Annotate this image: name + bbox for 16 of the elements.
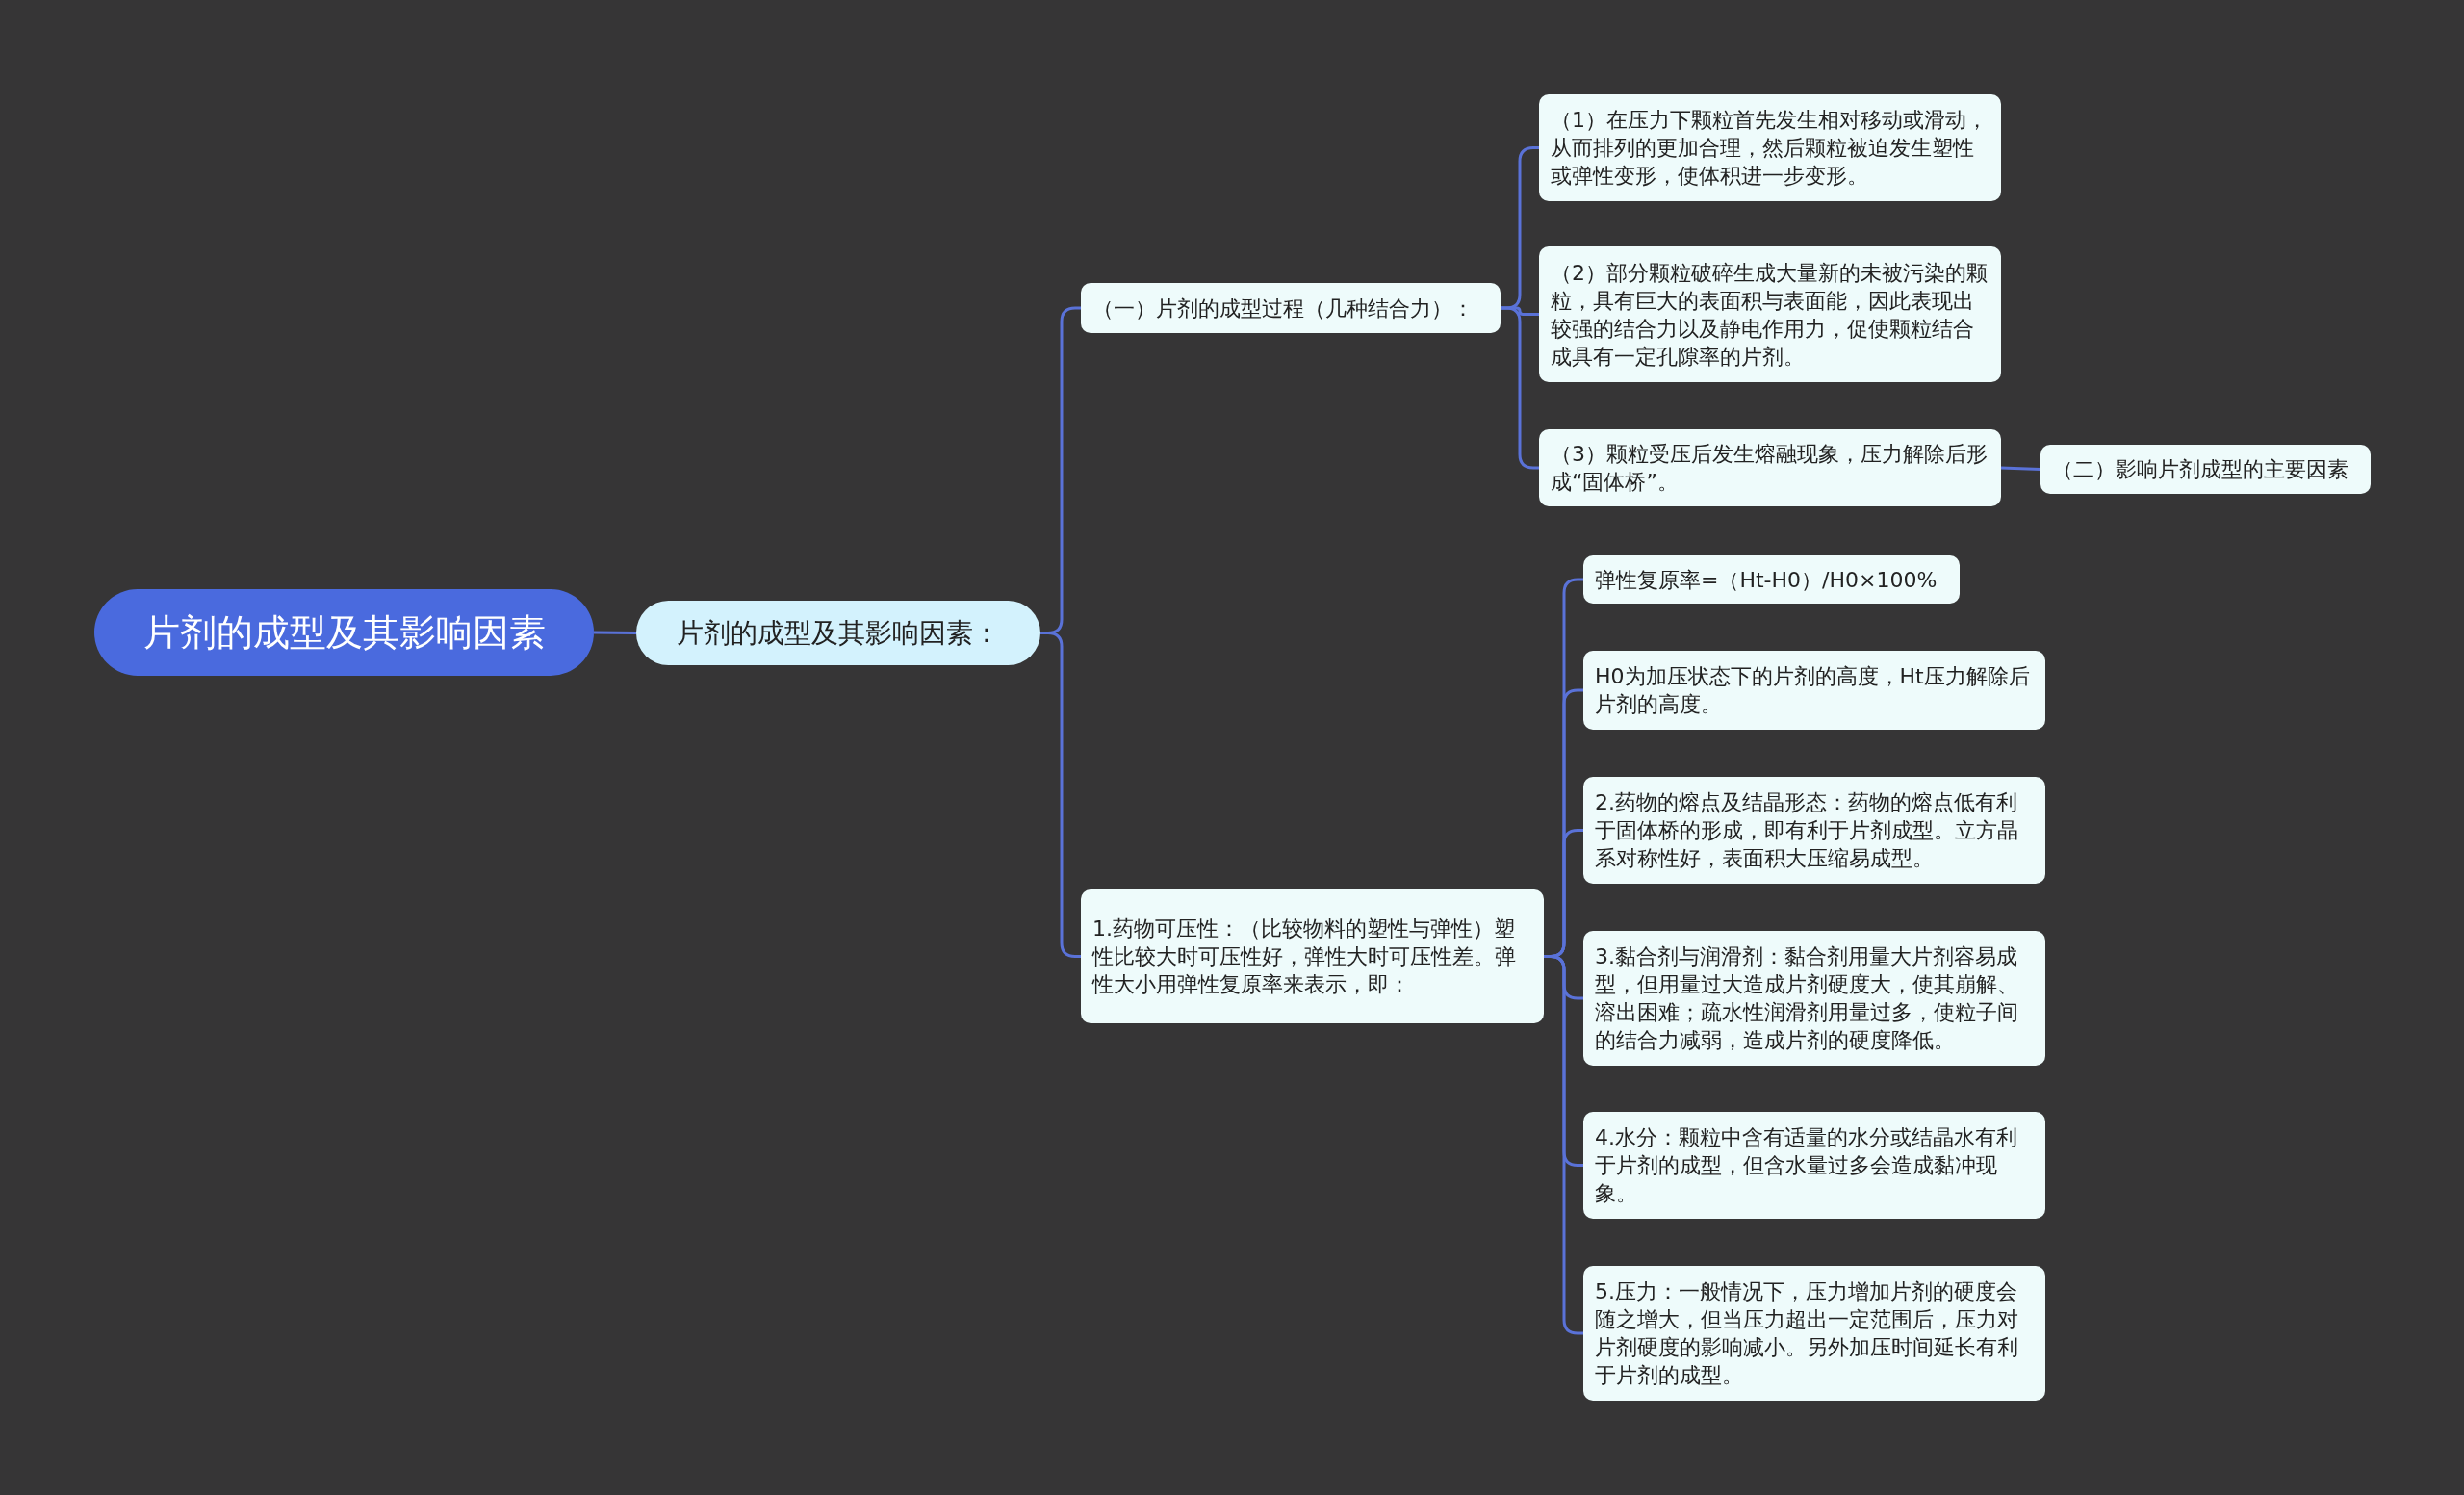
topic-box: （1）在压力下颗粒首先发生相对移动或滑动，从而排列的更加合理，然后颗粒被迫发生塑性或弹性变形，使体积进一步变形。 [1539,94,2001,201]
topic-box: （2）部分颗粒破碎生成大量新的未被污染的颗粒，具有巨大的表面积与表面能，因此表现出较强的结合力以及静电作用力，促使颗粒结合成具有一定孔隙率的片剂。 [1539,246,2001,382]
connector-line [594,631,636,634]
topic-box: （二）影响片剂成型的主要因素 [2040,445,2371,494]
topic-box: 3.黏合剂与润滑剂：黏合剂用量大片剂容易成型，但用量过大造成片剂硬度大，使其崩解、溶出困难；疏水性润滑剂用量过多，使粒子间的结合力减弱，造成片剂的硬度降低。 [1583,931,2045,1066]
main-topic: 片剂的成型及其影响因素： [636,601,1040,665]
topic-box: 5.压力：一般情况下，压力增加片剂的硬度会随之增大，但当压力超出一定范围后，压力对片剂硬度的影响减小。另外加压时间延长有利于片剂的成型。 [1583,1266,2045,1401]
root-topic: 片剂的成型及其影响因素 [94,589,594,676]
topic-box: 2.药物的熔点及结晶形态：药物的熔点低有利于固体桥的形成，即有利于片剂成型。立方晶系对称性好，表面积大压缩易成型。 [1583,777,2045,884]
topic-box: 1.药物可压性：（比较物料的塑性与弹性）塑性比较大时可压性好，弹性大时可压性差。弹性大小用弹性复原率来表示，即： [1081,889,1544,1023]
topic-box: H0为加压状态下的片剂的高度，Ht压力解除后片剂的高度。 [1583,651,2045,730]
topic-box: （一）片剂的成型过程（几种结合力）： [1081,283,1501,333]
topic-box: 弹性复原率=（Ht-H0）/H0×100% [1583,555,1960,604]
connector-line [2000,466,2041,471]
topic-box: 4.水分：颗粒中含有适量的水分或结晶水有利于片剂的成型，但含水量过多会造成黏冲现象。 [1583,1112,2045,1219]
topic-box: （3）颗粒受压后发生熔融现象，压力解除后形成“固体桥”。 [1539,429,2001,506]
